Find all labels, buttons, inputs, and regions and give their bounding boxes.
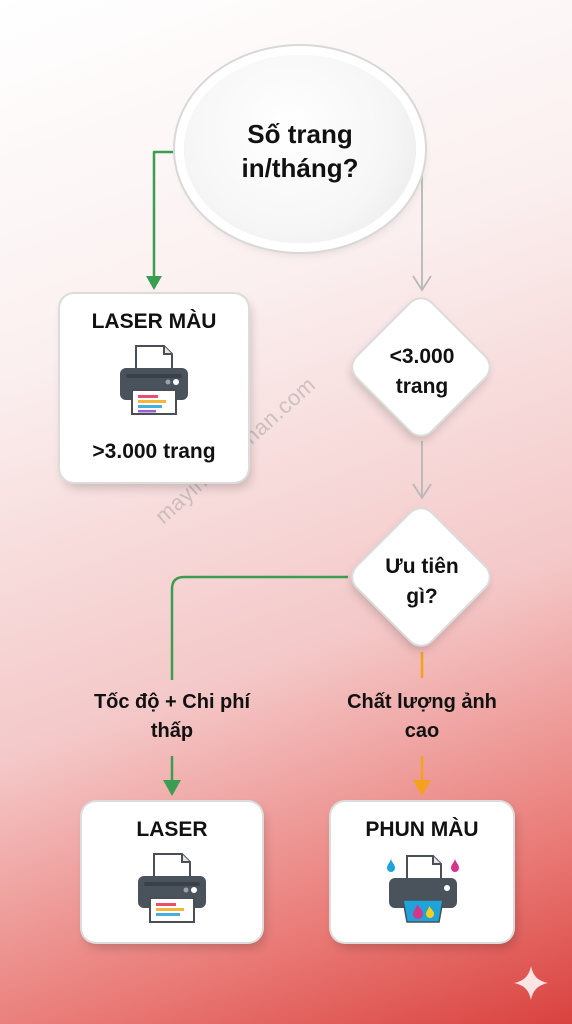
decision-priority-text: Ưu tiên gì? xyxy=(385,555,459,608)
arrowhead-decision-pages xyxy=(412,275,432,292)
arrowhead-color-laser xyxy=(146,276,162,290)
color-laser-card: LASER MÀU >3.000 trang xyxy=(60,294,248,482)
connector-to-color-laser xyxy=(152,150,184,288)
arrowhead-inkjet xyxy=(413,780,431,796)
laser-title: LASER xyxy=(136,818,208,841)
decision-pages-text: <3.000 trang xyxy=(389,345,455,398)
laser-card: LASER xyxy=(82,802,262,942)
inkjet-printer-icon xyxy=(387,855,459,923)
color-laser-title: LASER MÀU xyxy=(91,310,217,333)
laser-printer-icon xyxy=(120,345,188,415)
arrowhead-laser xyxy=(163,780,181,796)
left-branch-label: Tốc độ + Chi phí thấp xyxy=(93,691,251,742)
sparkle-icon xyxy=(514,966,548,1000)
start-question-text: Số trang in/tháng? xyxy=(241,119,359,183)
connector-left-branch xyxy=(170,575,348,680)
right-branch-label: Chất lượng ảnh cao xyxy=(347,691,497,742)
color-laser-subtitle: >3.000 trang xyxy=(92,440,216,463)
arrowhead-decision-priority xyxy=(412,483,432,500)
inkjet-title: PHUN MÀU xyxy=(365,818,479,841)
laser-printer-icon xyxy=(138,853,206,923)
start-question-node: Số trang in/tháng? xyxy=(184,55,416,243)
inkjet-card: PHUN MÀU xyxy=(331,802,513,942)
